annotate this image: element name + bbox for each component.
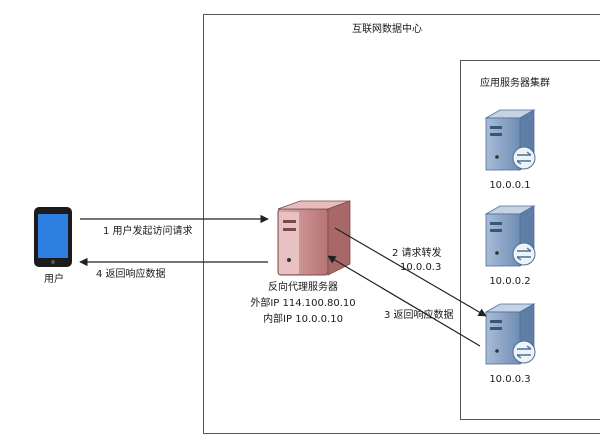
diagram-graphics bbox=[34, 109, 536, 365]
proxy-external-ip: 外部IP 114.100.80.10 bbox=[250, 298, 356, 309]
server-2-ip: 10.0.0.2 bbox=[489, 276, 531, 287]
proxy-internal-ip: 内部IP 10.0.0.10 bbox=[263, 314, 343, 325]
step2-label: 2 请求转发 bbox=[392, 248, 442, 259]
arrow-step2-proxy-to-server3 bbox=[334, 227, 487, 317]
app-server-1-icon bbox=[484, 109, 536, 171]
data-center-title: 互联网数据中心 bbox=[352, 24, 422, 35]
proxy-server-icon bbox=[277, 200, 351, 276]
app-server-3-icon bbox=[484, 303, 536, 365]
proxy-name: 反向代理服务器 bbox=[268, 282, 338, 293]
cluster-title: 应用服务器集群 bbox=[480, 78, 550, 89]
step2-target-ip: 10.0.0.3 bbox=[400, 262, 442, 273]
user-label: 用户 bbox=[44, 274, 64, 285]
step4-label: 4 返回响应数据 bbox=[96, 269, 166, 280]
app-server-2-icon bbox=[484, 205, 536, 267]
server-3-ip: 10.0.0.3 bbox=[489, 374, 531, 385]
reverse-proxy-diagram: 互联网数据中心 应用服务器集群 用户 1 用户发起访问请求 4 返回响应数据 反… bbox=[34, 14, 600, 434]
arrow-step3-server3-to-proxy bbox=[327, 255, 481, 347]
step1-label: 1 用户发起访问请求 bbox=[103, 226, 193, 237]
server-1-ip: 10.0.0.1 bbox=[489, 180, 531, 191]
step3-label: 3 返回响应数据 bbox=[384, 310, 454, 321]
smartphone-icon bbox=[34, 207, 72, 267]
